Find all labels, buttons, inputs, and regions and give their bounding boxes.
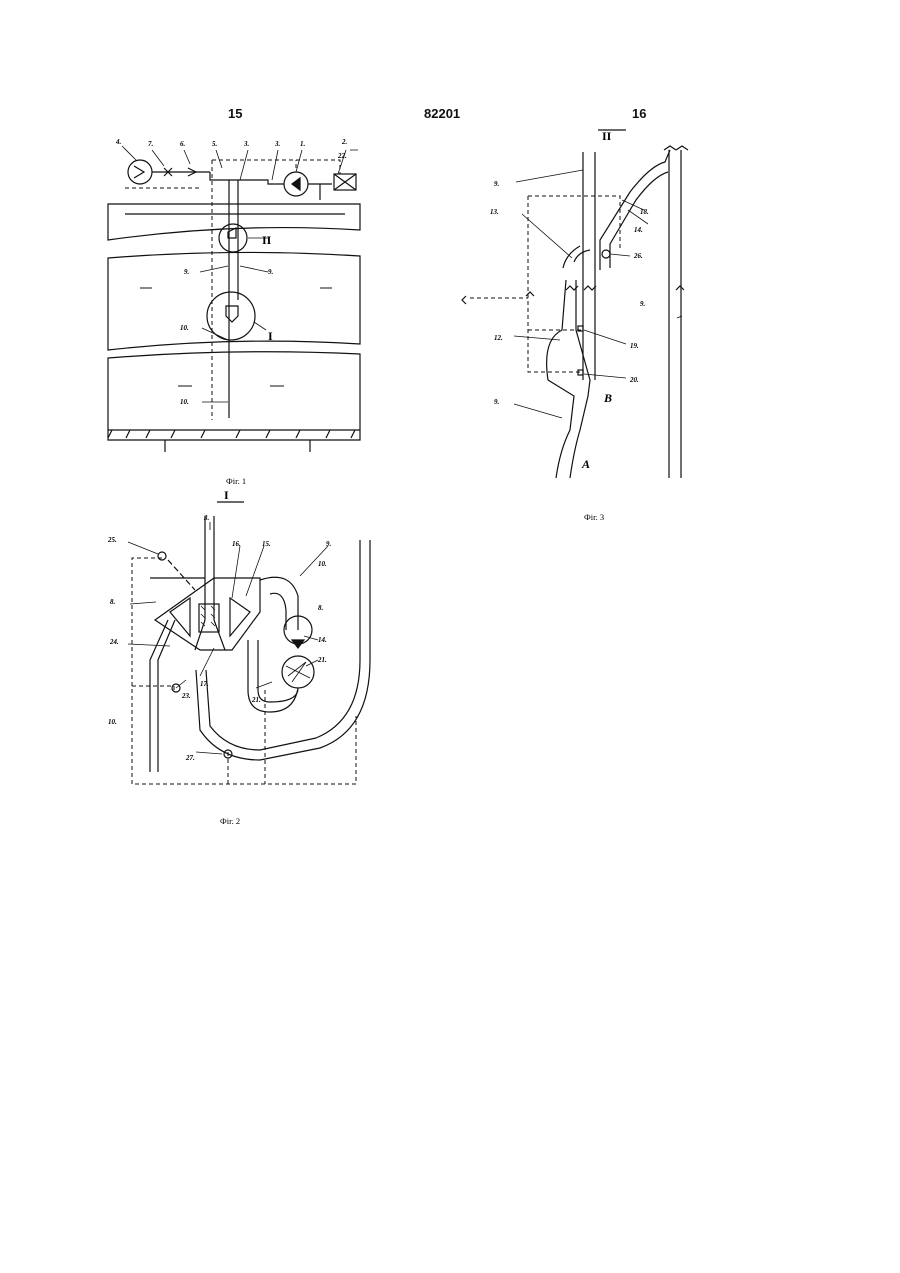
- fig2-label: 10.: [108, 718, 117, 726]
- fig2-label: 8.: [110, 598, 116, 606]
- fig2-label: 14.: [318, 636, 327, 644]
- fig1-label: 2.: [341, 138, 348, 146]
- fig3-label: 9.: [494, 180, 500, 188]
- fig3-label: 13.: [490, 208, 499, 216]
- fig3-label: 14.: [634, 226, 643, 234]
- fig1-lower-tank-section: [108, 352, 360, 440]
- fig2-label: 21.: [317, 656, 327, 664]
- fig2-label: 24.: [109, 638, 119, 646]
- fig1-label: 7.: [148, 140, 154, 148]
- fig2-label: 15.: [262, 540, 271, 548]
- fig2-labels: I 25. 3. 16. 15. 9. 8. 10. 8. 24. 17. 14…: [107, 488, 332, 826]
- fig2-label: 17.: [200, 680, 209, 688]
- fig2-label: 10.: [318, 560, 327, 568]
- fig1-label: 10.: [180, 324, 189, 332]
- fig2-detail-marker: I: [224, 488, 229, 502]
- fig2-caption: Фіг. 2: [220, 816, 240, 826]
- fig3-label: 9.: [494, 398, 500, 406]
- fig2-label: 3.: [203, 514, 210, 522]
- fig3-label: 20.: [629, 376, 639, 384]
- fig1-label: 9.: [268, 268, 274, 276]
- fig1-label: 1.: [300, 140, 306, 148]
- fig2-label: 16.: [232, 540, 241, 548]
- fig3-point-a: A: [581, 457, 590, 471]
- fig2-label: 23.: [181, 692, 191, 700]
- fig3-label: 18.: [640, 208, 649, 216]
- fig3-label: 19.: [630, 342, 639, 350]
- fig3-detail-marker: II: [602, 129, 612, 143]
- fig3-label: 12.: [494, 334, 503, 342]
- fig1-caption: Фіг. 1: [226, 476, 246, 486]
- fig1-pump-left: [128, 160, 152, 184]
- fig1-label: 5.: [212, 140, 218, 148]
- fig1-middle-tank-section: [108, 252, 360, 350]
- fig1-label: 4.: [115, 138, 122, 146]
- fig1-label: 3.: [243, 140, 250, 148]
- fig3-label: 26.: [633, 252, 643, 260]
- fig1-upper-tank-section: [108, 204, 360, 240]
- fig1-label: 10.: [180, 398, 189, 406]
- fig1-label: 3.: [274, 140, 281, 148]
- fig1-labels: 4. 7. 6. 5. 3. 3. 1. 2. 22. II 9. 9. I 1…: [115, 138, 348, 486]
- fig2-label: 25.: [107, 536, 117, 544]
- fig1-label: 6.: [180, 140, 186, 148]
- fig1-detail-marker: II: [262, 233, 272, 247]
- fig3-caption: Фіг. 3: [584, 512, 604, 522]
- fig2-label: 8.: [318, 604, 324, 612]
- figure-2: [128, 502, 370, 784]
- fig2-label: 9.: [326, 540, 332, 548]
- figure-3: [462, 146, 688, 478]
- fig1-detail-marker: I: [268, 329, 273, 343]
- fig1-label: 22.: [337, 152, 347, 160]
- fig2-label: 27.: [185, 754, 195, 762]
- fig3-label: 9.: [640, 300, 646, 308]
- fig3-labels: II 9. 13. 18. 14. 26. 9. 12. 19. 20. 9. …: [490, 129, 649, 522]
- fig3-point-b: B: [603, 391, 612, 405]
- figure-1: [108, 146, 360, 452]
- fig2-label: 21.: [251, 696, 261, 704]
- fig1-label: 9.: [184, 268, 190, 276]
